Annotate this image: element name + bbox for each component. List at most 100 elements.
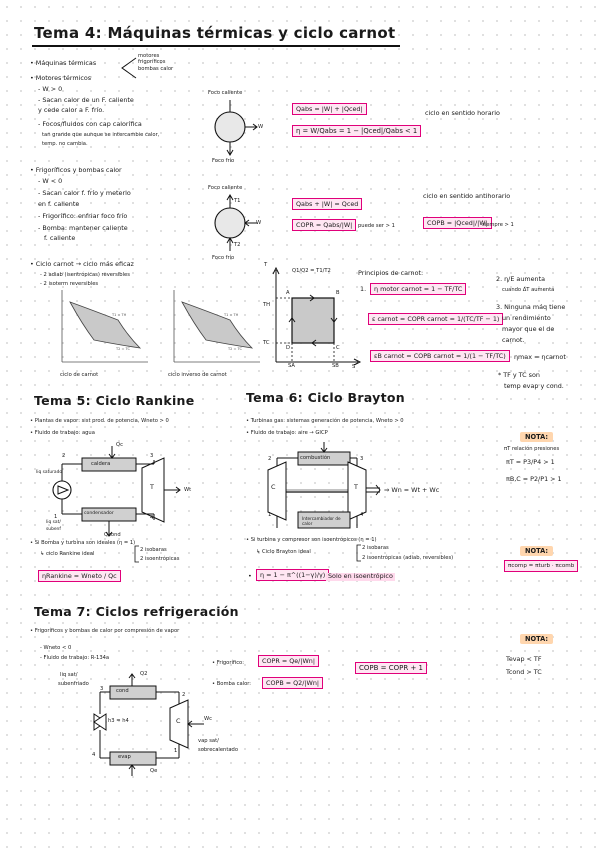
rankine-eta: ηRankine = Wneto / Qc [38,570,121,582]
refr-q2: Q2 [140,671,148,677]
tema6-nota1-line: πT relación presiones [504,446,560,452]
frig-sentido-note: ciclo en sentido antihorario [423,192,511,200]
epsb-carnot: εB carnot = COPB carnot = 1/(1 − TF/TC) [370,350,510,362]
principios-1: 1. [360,285,367,293]
frig-puede: puede ser > 1 [358,223,395,229]
tema6-nota1: NOTA: [520,432,553,442]
refr-node-3: 3 [100,686,104,692]
frig-t2: T2 [234,242,241,248]
motores-line: - Focos/fluidos con cap calorífica [38,120,142,128]
right-note: mayor que el de [502,325,555,333]
refr-qe: Qe [150,768,158,774]
rankine-caldera: caldera [91,461,111,467]
tema4-title: Tema 4: Máquinas térmicas y ciclo carnot [34,24,396,42]
refr-liq: liq sat/ [60,672,78,678]
brayton-work: ⇒ Wn = Wt + Wc [384,486,440,494]
brayton-ideal-opt: 2 isobaras [362,545,389,551]
refr-compressor: C [176,717,181,725]
motores-line: - W > 0 [38,85,63,93]
motor-foco-frio: Foco frío [212,158,235,164]
frig-eq-energy: Qabs + |W| = Qced [292,198,363,210]
maq-type-3: bombas calor [138,66,174,72]
motores-title: • Motores térmicos [30,74,92,82]
title-underline [32,45,400,47]
frig-line: f. caliente [44,234,76,242]
rankine-ideal-opt: 2 isobaras [140,547,167,553]
rankine-brace [134,545,139,563]
motores-line: - Sacan calor de un F. caliente [38,96,134,104]
frig-foco-frio: Foco frío [212,255,235,261]
rankine-subenf: subenf [46,527,61,532]
ts-point-d: D [286,345,290,351]
ts-point-b: B [336,290,340,296]
rankine-node-2: 2 [62,453,66,459]
carnot-cycle-label: ciclo de carnot [60,372,99,378]
refr-bomba-cop: COPB = Q2/|Wn| [262,677,324,689]
refr-sobrecal: sobrecalentado [198,747,239,753]
refr-evap: evap [118,754,131,760]
svg-text:T1 = TH: T1 = TH [223,313,239,317]
maq-type-2: frigoríficos [138,59,166,65]
motor-foco-caliente: Foco caliente [208,90,243,96]
brayton-ideal-opt: 2 isoentrópicas (adiab, reversibles) [362,555,454,561]
motor-w-label: W [258,124,264,130]
rankine-condensador: condensador [84,511,114,516]
tema6-line: • Fluido de trabajo: aire → GICP [246,430,328,436]
brayton-solo: Solo en isoentrópico [326,572,395,581]
brayton-eta: η = 1 − π^((1−γ)/γ) [256,569,330,581]
brayton-turbine: T [354,483,358,491]
rankine-qcond: Qcond [104,532,121,538]
frig-line: - Frigorífico: enfriar foco frío [38,212,128,220]
ts-s-axis: S [352,364,356,370]
rankine-turbine: T [150,483,154,491]
brayton-brace [356,544,361,562]
carnot-ts-diagram [272,266,362,366]
ts-sa: SA [288,363,295,369]
rankine-ideal-opt: 2 isoentrópicas [140,556,180,562]
tema7-nota: NOTA: [520,634,553,644]
motor-eq-efficiency: η = W/Qabs = 1 − |Qced|/Qabs < 1 [292,125,422,137]
frig-line: - Bomba: mantener caliente [38,224,128,232]
svg-text:T2 = TC: T2 = TC [115,347,130,351]
frig-t1: T1 [234,198,241,204]
maq-type-1: motores [138,53,160,59]
rankine-ideal-line: ↳ ciclo Rankine ideal [40,551,95,557]
refr-node-1: 1 [174,748,178,754]
frig-title: • Frigoríficos y bombas calor [30,166,122,174]
right-note: carnot. [502,336,525,344]
motor-eq-energy: Qabs = |W| + |Qced| [292,103,367,115]
frig-machine-diagram [214,194,257,251]
refr-node-4: 4 [92,752,96,758]
principios-title: Principios de carnot: [358,269,424,277]
rankine-bomba-line: • Si Bomba y turbina son ideales (η = 1) [30,540,136,546]
brayton-node-4: 4 [360,512,364,518]
tema7-line: • Frigoríficos y bombas de calor por com… [30,628,180,634]
right-note: 3. Ninguna máq tiene [496,303,566,311]
frig-line: en f. caliente [38,200,80,208]
refr-wc: Wc [204,716,212,722]
carnot-inverse-label: ciclo inverso de carnot [168,372,227,378]
right-note: 2. η/E aumenta [496,275,545,283]
frig-siempre: siempre > 1 [482,222,514,228]
tema6-nota1-line: πB,C = P2/P1 > 1 [506,475,562,483]
refr-subenf: subenfriado [58,681,89,687]
brayton-diagram [267,442,381,529]
motores-line: tan grande que aunque se intercambie cal… [42,132,160,138]
bullet: • [248,572,252,580]
tema7-nota-line: Tcond > TC [506,668,542,676]
tema6-title: Tema 6: Ciclo Brayton [246,390,405,405]
carnot-title: • Ciclo carnot → ciclo más eficaz [30,260,134,268]
carnot-pv-plot: T1 = TH T2 = TC [61,290,148,363]
carnot-line: - 2 isoterm reversibles [40,281,99,287]
refr-node-2: 2 [182,692,186,698]
eta-carnot: η motor carnot = 1 − TF/TC [370,283,467,295]
right-note: ηmax = ηcarnot [514,353,566,361]
ts-sb: SB [332,363,339,369]
refr-vap: vap sat/ [198,738,219,744]
svg-text:T2 = TC: T2 = TC [227,347,242,351]
rankine-node-3: 3 [150,453,154,459]
brayton-ideal-cond: • Si turbina y compresor son isoentrópic… [246,537,377,543]
frig-line: - Sacan calor f. frío y meterlo [38,189,131,197]
brayton-node-2: 2 [268,456,272,462]
refr-h: h3 = h4 [108,718,129,724]
